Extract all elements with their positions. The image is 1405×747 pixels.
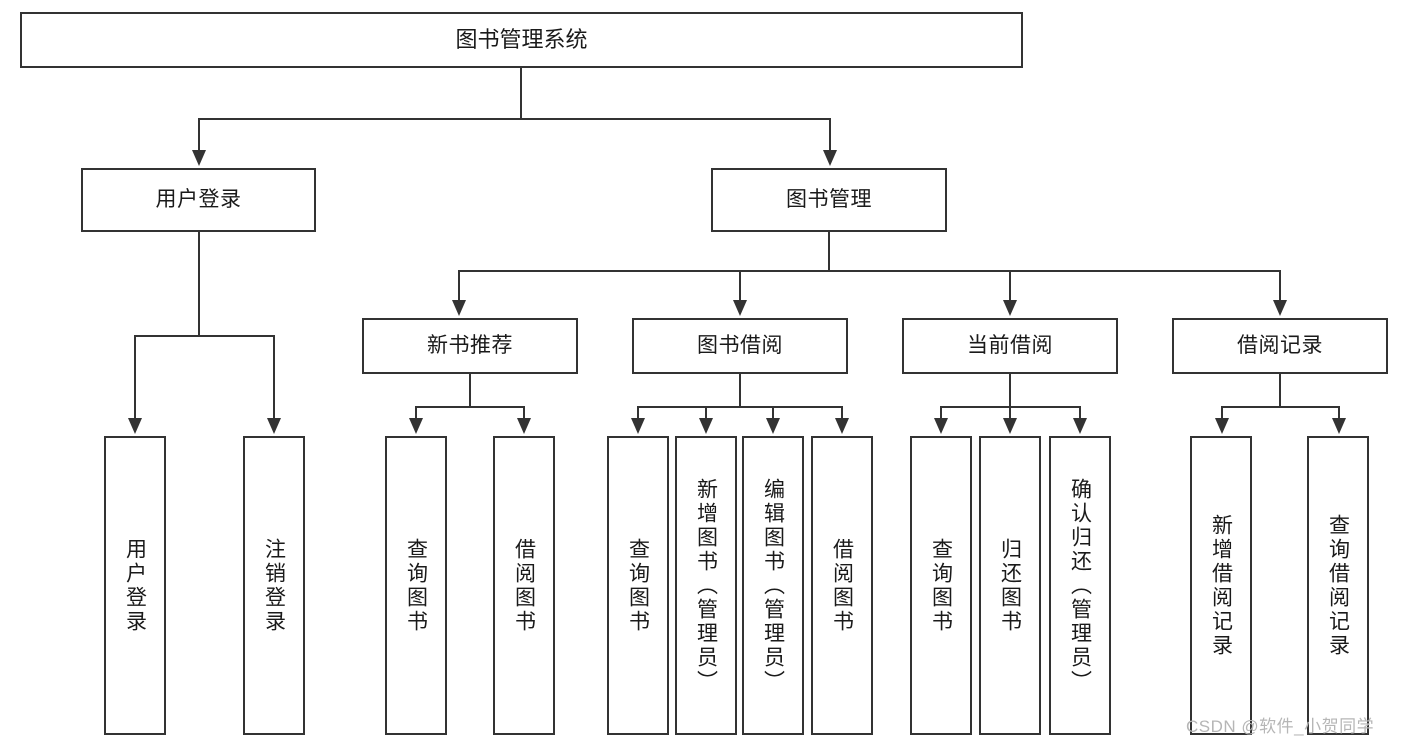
connector-drop-leaf-12	[1338, 406, 1340, 422]
connector-root-stem	[520, 68, 522, 118]
leaf-query-borrow-record[interactable]: 查询借阅记录	[1307, 436, 1369, 735]
connector-drop-leaf-1	[273, 335, 275, 420]
leaf-label: 注销登录	[262, 537, 286, 634]
connector-level3-bus	[458, 270, 1281, 272]
leaf-logout[interactable]: 注销登录	[243, 436, 305, 735]
node-label: 用户登录	[155, 187, 242, 211]
leaf-borrow-book-rec[interactable]: 借阅图书	[493, 436, 555, 735]
node-label: 新书推荐	[427, 333, 513, 357]
arrow-current-borrow	[1003, 300, 1017, 316]
connector-drop-leaf-6	[772, 406, 774, 422]
connector-newbook-stem	[469, 374, 471, 408]
connector-record-bus	[1221, 406, 1340, 408]
connector-user-login-stem	[198, 232, 200, 335]
leaf-label: 查询图书	[404, 537, 428, 634]
node-label: 借阅记录	[1237, 333, 1323, 357]
arrow-leaf-11	[1215, 418, 1229, 434]
arrow-new-book-rec	[452, 300, 466, 316]
arrow-leaf-5	[699, 418, 713, 434]
connector-level1-bus	[198, 118, 831, 120]
arrow-book-borrow	[733, 300, 747, 316]
node-label: 图书管理	[786, 187, 872, 211]
leaf-query-book-borrow[interactable]: 查询图书	[607, 436, 669, 735]
leaf-edit-book-admin[interactable]: 编辑图书（管理员）	[742, 436, 804, 735]
connector-drop-leaf-4	[637, 406, 639, 422]
leaf-borrow-book[interactable]: 借阅图书	[811, 436, 873, 735]
connector-drop-book-mgmt	[829, 118, 831, 152]
leaf-label: 新增借阅记录	[1209, 513, 1233, 658]
arrow-leaf-0	[128, 418, 142, 434]
arrow-leaf-2	[409, 418, 423, 434]
leaf-label: 借阅图书	[512, 537, 536, 634]
leaf-label: 确认归还（管理员）	[1068, 477, 1092, 694]
leaf-label: 查询借阅记录	[1326, 513, 1350, 658]
node-label: 图书借阅	[697, 333, 783, 357]
leaf-label: 用户登录	[123, 537, 147, 634]
connector-current-stem	[1009, 374, 1011, 408]
connector-record-stem	[1279, 374, 1281, 408]
connector-drop-leaf-3	[523, 406, 525, 422]
node-book-management[interactable]: 图书管理	[711, 168, 947, 232]
node-label: 图书管理系统	[455, 27, 588, 53]
connector-drop-leaf-11	[1221, 406, 1223, 422]
arrow-book-mgmt	[823, 150, 837, 166]
arrow-borrow-record	[1273, 300, 1287, 316]
connector-drop-leaf-5	[705, 406, 707, 422]
leaf-query-book-current[interactable]: 查询图书	[910, 436, 972, 735]
connector-drop-record	[1279, 270, 1281, 302]
node-root-system[interactable]: 图书管理系统	[20, 12, 1023, 68]
node-book-borrow[interactable]: 图书借阅	[632, 318, 848, 374]
connector-drop-new-book	[458, 270, 460, 302]
arrow-leaf-12	[1332, 418, 1346, 434]
leaf-label: 查询图书	[929, 537, 953, 634]
connector-book-mgmt-stem	[828, 232, 830, 270]
connector-drop-leaf-10	[1079, 406, 1081, 422]
leaf-return-book[interactable]: 归还图书	[979, 436, 1041, 735]
connector-borrow-bus	[637, 406, 843, 408]
leaf-label: 编辑图书（管理员）	[761, 477, 785, 694]
leaf-query-book-rec[interactable]: 查询图书	[385, 436, 447, 735]
connector-drop-borrow	[739, 270, 741, 302]
node-borrow-record[interactable]: 借阅记录	[1172, 318, 1388, 374]
connector-user-login-bus	[134, 335, 275, 337]
leaf-label: 查询图书	[626, 537, 650, 634]
connector-drop-leaf-0	[134, 335, 136, 420]
connector-drop-user-login	[198, 118, 200, 152]
leaf-label: 归还图书	[998, 537, 1022, 634]
leaf-label: 新增图书（管理员）	[694, 477, 718, 694]
arrow-user-login	[192, 150, 206, 166]
connector-drop-leaf-8	[940, 406, 942, 422]
arrow-leaf-8	[934, 418, 948, 434]
arrow-leaf-3	[517, 418, 531, 434]
node-current-borrow[interactable]: 当前借阅	[902, 318, 1118, 374]
leaf-add-borrow-record[interactable]: 新增借阅记录	[1190, 436, 1252, 735]
node-new-book-recommend[interactable]: 新书推荐	[362, 318, 578, 374]
connector-drop-leaf-7	[841, 406, 843, 422]
arrow-leaf-6	[766, 418, 780, 434]
connector-drop-leaf-9	[1009, 406, 1011, 422]
arrow-leaf-1	[267, 418, 281, 434]
arrow-leaf-4	[631, 418, 645, 434]
leaf-add-book-admin[interactable]: 新增图书（管理员）	[675, 436, 737, 735]
node-user-login[interactable]: 用户登录	[81, 168, 316, 232]
leaf-user-login[interactable]: 用户登录	[104, 436, 166, 735]
leaf-label: 借阅图书	[830, 537, 854, 634]
arrow-leaf-9	[1003, 418, 1017, 434]
connector-newbook-bus	[415, 406, 525, 408]
connector-drop-current	[1009, 270, 1011, 302]
leaf-confirm-return-admin[interactable]: 确认归还（管理员）	[1049, 436, 1111, 735]
node-label: 当前借阅	[967, 333, 1053, 357]
connector-borrow-stem	[739, 374, 741, 408]
arrow-leaf-7	[835, 418, 849, 434]
connector-drop-leaf-2	[415, 406, 417, 422]
arrow-leaf-10	[1073, 418, 1087, 434]
